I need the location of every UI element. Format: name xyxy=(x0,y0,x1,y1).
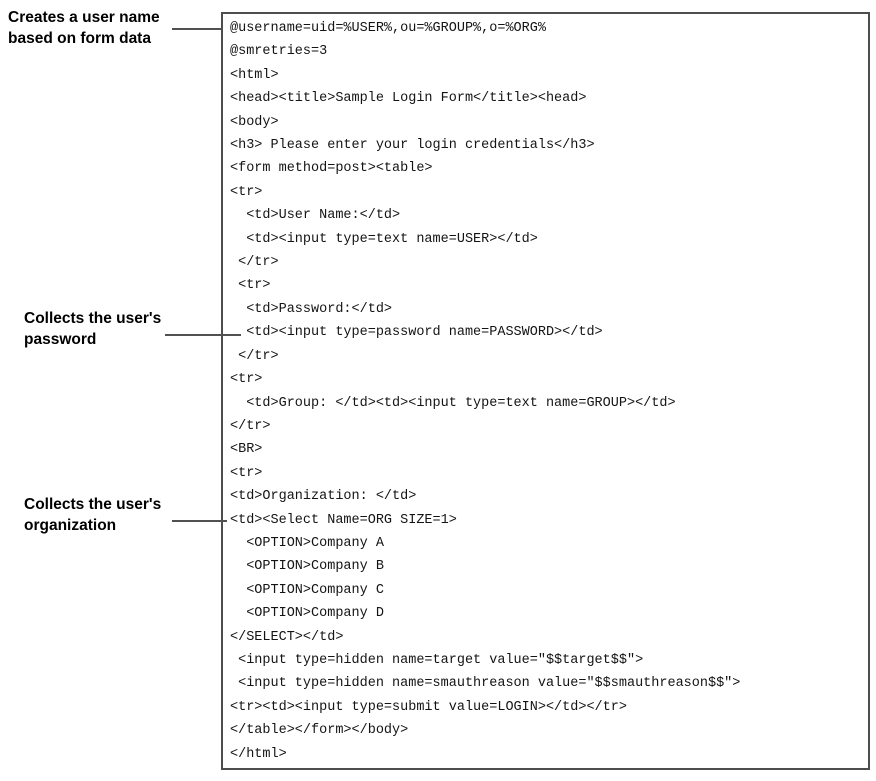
callout-line-password xyxy=(165,334,241,336)
annotation-label-organization: Collects the user's organization xyxy=(24,496,162,534)
annotation-label-password: Collects the user's password xyxy=(24,310,162,348)
code-listing-box: @username=uid=%USER%,ou=%GROUP%,o=%ORG% … xyxy=(221,12,870,770)
annotation-label-username: Creates a user name based on form data xyxy=(8,9,160,47)
callout-line-username xyxy=(172,28,222,30)
code-listing: @username=uid=%USER%,ou=%GROUP%,o=%ORG% … xyxy=(230,21,741,762)
callout-line-organization xyxy=(172,520,227,522)
